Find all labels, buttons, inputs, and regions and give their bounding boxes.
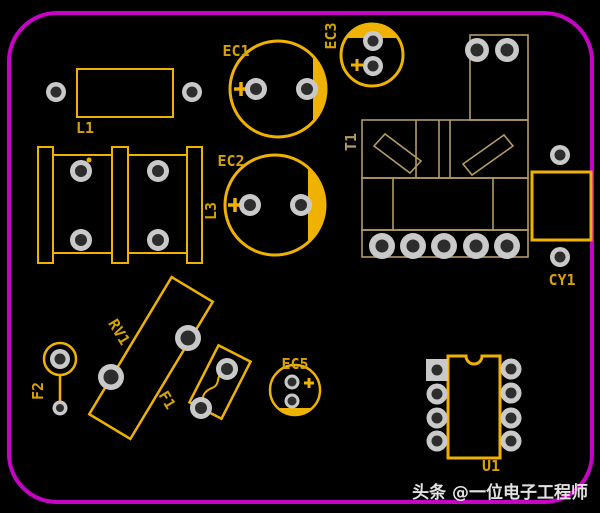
t1-left-winding-mark: [372, 132, 423, 175]
t1-right-winding-mark: [461, 133, 515, 177]
l1-body: [76, 68, 174, 118]
pad: [369, 233, 395, 259]
cy1-body: [530, 170, 593, 242]
ec3-body: [339, 22, 405, 88]
pad: [465, 38, 489, 62]
polarity-plus-icon: [351, 59, 363, 71]
component-l1: L1: [46, 68, 202, 137]
component-l3: L3: [37, 146, 220, 264]
ec2-label: EC2: [217, 152, 244, 170]
t1-dividers: [392, 120, 494, 230]
pad: [190, 397, 212, 419]
polarity-plus-icon: [304, 378, 314, 388]
l1-label: L1: [76, 119, 94, 137]
pad: [70, 229, 92, 251]
pad: [98, 364, 124, 390]
pad: [52, 400, 68, 416]
component-f1: F1: [155, 343, 253, 421]
l3-winding-left: [52, 154, 113, 254]
component-u1: U1: [426, 354, 522, 475]
l3-winding-right: [127, 154, 188, 254]
pad: [500, 382, 522, 404]
t1-winding-section: [361, 119, 529, 179]
ec5-polarity-band: [277, 408, 313, 415]
l3-bar: [111, 146, 129, 264]
pad: [239, 194, 261, 216]
l3-bar: [186, 146, 203, 264]
u1-body: [446, 354, 502, 460]
pad: [363, 31, 383, 51]
ec5-label: EC5: [281, 355, 308, 373]
pad: [426, 407, 448, 429]
pad: [182, 82, 202, 102]
t1-label: T1: [342, 133, 360, 151]
pad: [400, 233, 426, 259]
pad: [50, 349, 70, 369]
pad: [463, 233, 489, 259]
component-ec3: EC3: [322, 22, 405, 88]
board-outline: [7, 11, 594, 504]
f2-label: F2: [29, 382, 47, 400]
ec1-polarity-band: [313, 56, 326, 122]
pad-pin1: [426, 359, 448, 381]
component-cy1: CY1: [530, 145, 593, 289]
pad: [363, 56, 383, 76]
ec2-polarity-band: [308, 167, 326, 243]
pad: [500, 430, 522, 452]
l3-bar: [37, 146, 54, 264]
u1-label: U1: [482, 457, 500, 475]
component-ec5: EC5: [268, 355, 322, 417]
pad: [495, 38, 519, 62]
pad: [175, 325, 201, 351]
pad: [550, 247, 570, 267]
ec3-polarity-band: [346, 24, 398, 38]
pad: [46, 82, 66, 102]
pad: [147, 229, 169, 251]
t1-body-section: [361, 177, 529, 231]
ec3-label: EC3: [322, 22, 340, 49]
l3-label: L3: [202, 202, 220, 220]
rv1-body: [87, 275, 215, 441]
component-ec1: EC1: [222, 39, 328, 139]
ec5-body: [268, 363, 322, 417]
pad: [284, 393, 300, 409]
ec1-body: [228, 39, 328, 139]
watermark-text: 头条 @一位电子工程师: [412, 482, 588, 503]
pad: [500, 358, 522, 380]
cy1-label: CY1: [548, 271, 575, 289]
pad: [147, 160, 169, 182]
pad: [245, 78, 267, 100]
pin1-dot-icon: [86, 157, 92, 163]
pad: [550, 145, 570, 165]
ec1-label: EC1: [222, 42, 249, 60]
pad: [426, 430, 448, 452]
component-ec2: EC2: [217, 152, 327, 257]
component-t1: T1: [342, 34, 529, 259]
pad: [494, 233, 520, 259]
pad: [431, 233, 457, 259]
pad: [426, 383, 448, 405]
pad: [216, 358, 238, 380]
component-f2: F2: [29, 341, 78, 416]
pad: [296, 78, 318, 100]
pad: [500, 407, 522, 429]
pad: [290, 194, 312, 216]
rv1-label: RV1: [104, 316, 133, 348]
pad: [284, 374, 300, 390]
pad: [70, 160, 92, 182]
